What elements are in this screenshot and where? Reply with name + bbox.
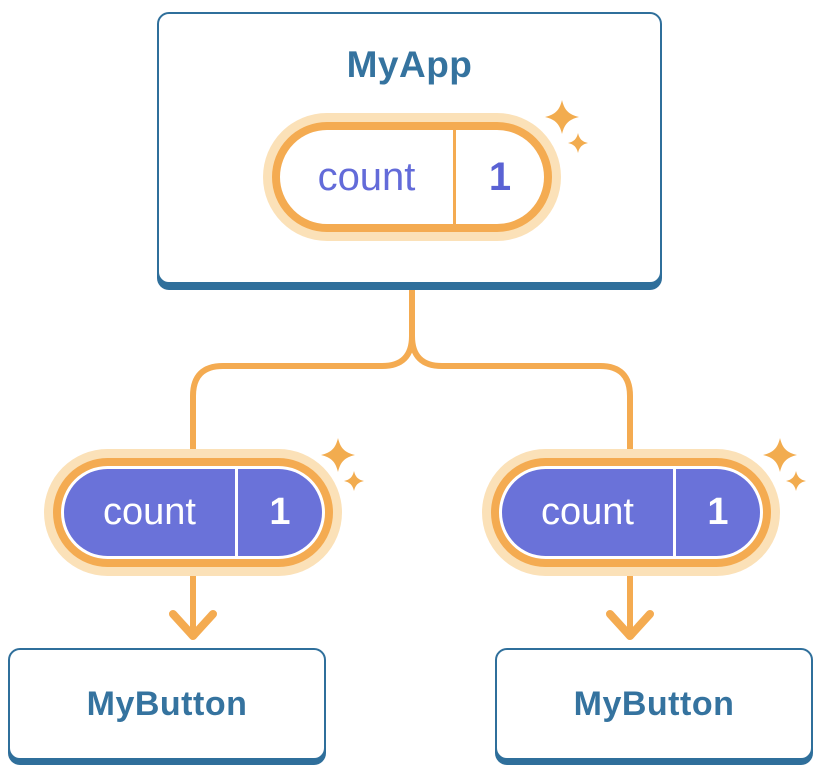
branch-line-left xyxy=(190,275,415,631)
arrow-down-icon xyxy=(169,610,217,640)
sparkles-icon xyxy=(763,438,806,491)
prop-label: count xyxy=(103,491,196,533)
sparkles-icon xyxy=(321,438,364,491)
prop-pill-right: count 1 xyxy=(491,458,771,567)
arrow-down-icon xyxy=(606,610,654,640)
prop-value: 1 xyxy=(235,469,322,556)
state-value: 1 xyxy=(453,130,544,224)
prop-pill-fill: count 1 xyxy=(64,469,322,556)
child-component-card-right: MyButton xyxy=(495,648,813,760)
prop-value: 1 xyxy=(673,469,760,556)
child-component-title: MyButton xyxy=(86,684,248,723)
branch-line-right xyxy=(409,275,633,631)
sparkles-icon xyxy=(545,100,588,153)
prop-pill-left: count 1 xyxy=(53,458,333,567)
child-component-card-left: MyButton xyxy=(8,648,326,760)
prop-label: count xyxy=(541,491,634,533)
root-state-pill: count 1 xyxy=(272,122,552,232)
root-component-title: MyApp xyxy=(346,44,473,85)
state-label: count xyxy=(317,154,416,199)
child-component-title: MyButton xyxy=(573,684,735,723)
prop-pill-fill: count 1 xyxy=(502,469,760,556)
